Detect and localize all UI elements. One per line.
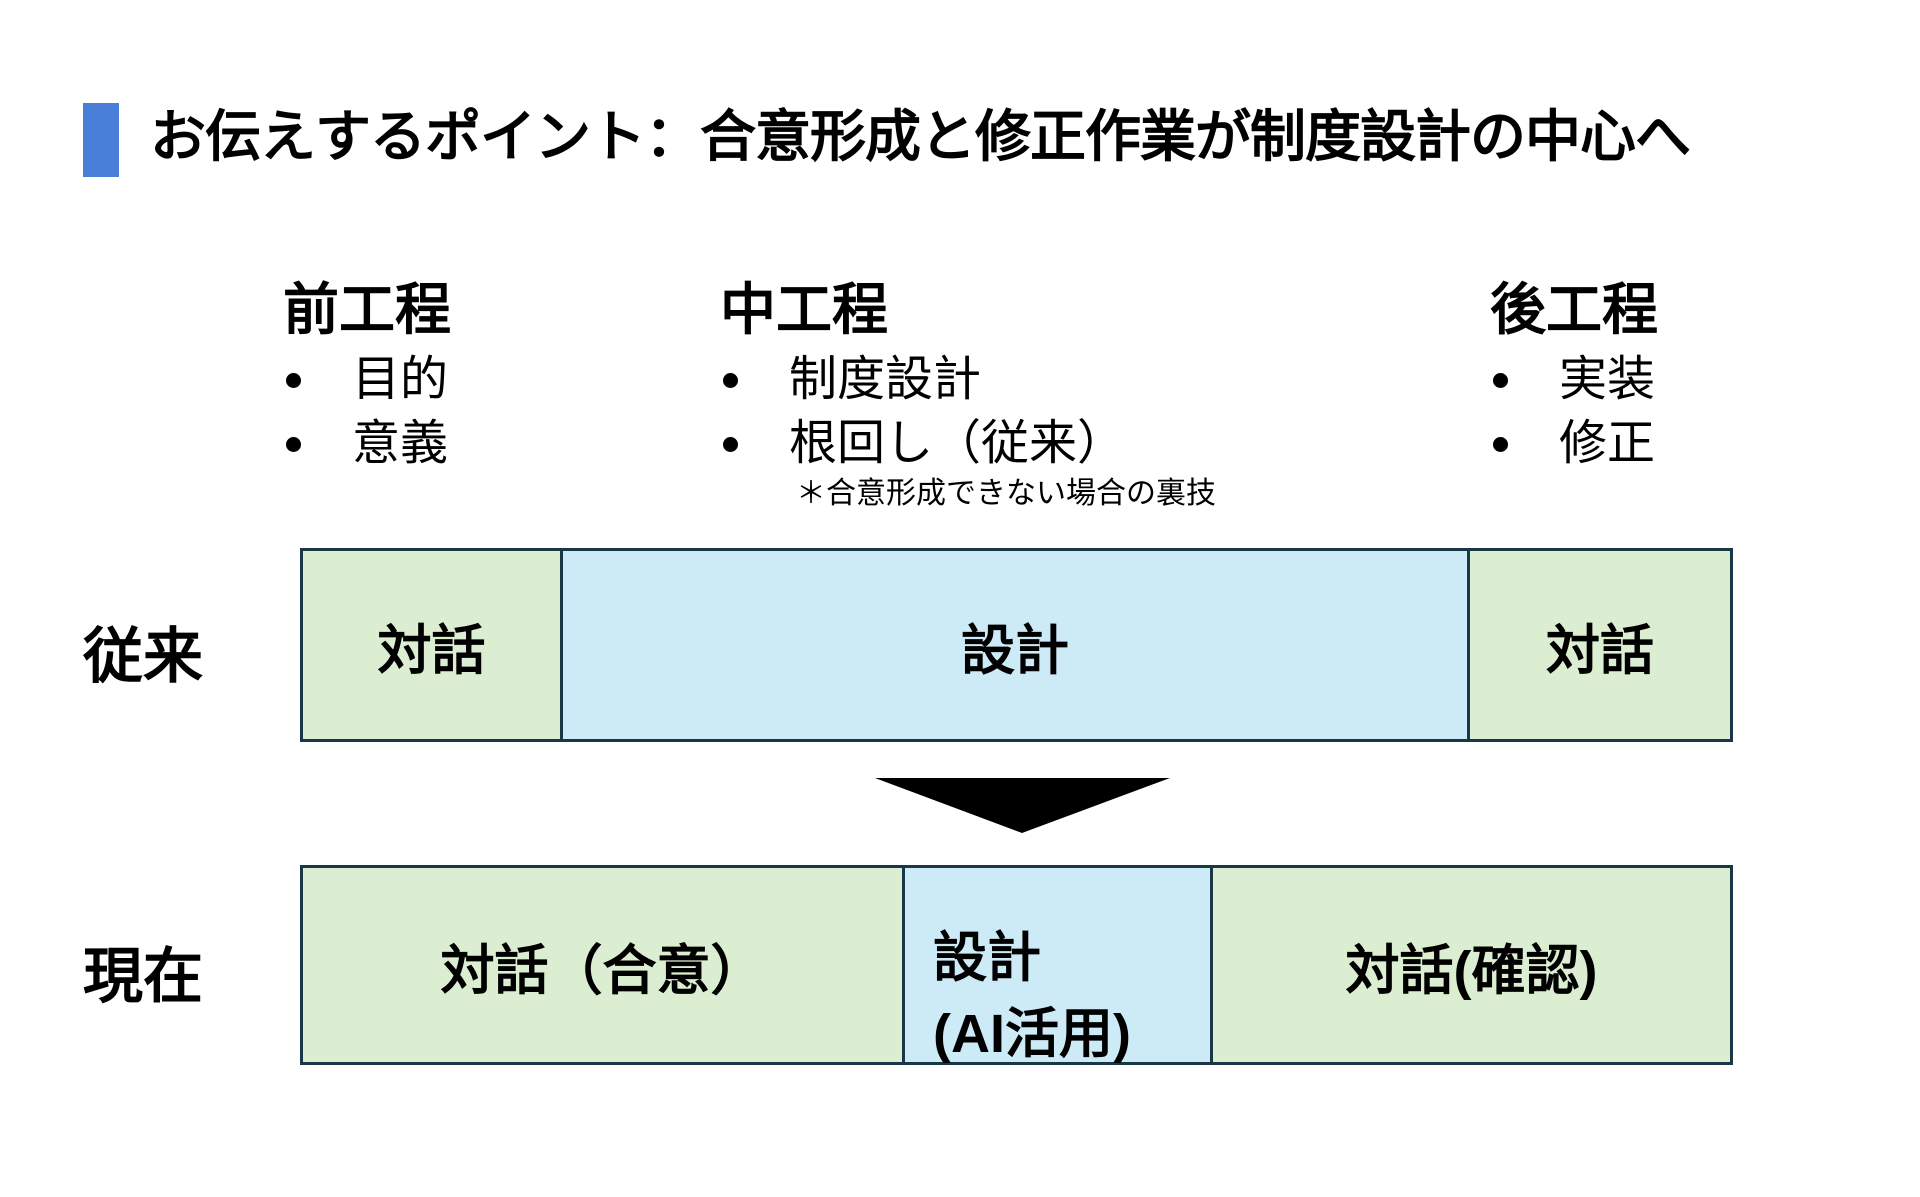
bullet-label: 修正 [1559, 417, 1656, 470]
slide-title: お伝えするポイント：合意形成と修正作業が制度設計の中心へ [150, 105, 1691, 168]
bullet-label: 意義 [352, 417, 449, 470]
bar-segment-design-ai: 設計 (AI活用) [902, 868, 1210, 1064]
down-arrow-icon [875, 778, 1170, 833]
segment-label-line1: 設計 [933, 928, 1041, 988]
segment-label: 設計 (AI活用) [933, 920, 1131, 1072]
bullet-dot-icon [723, 437, 738, 452]
bar-segment-dialogue-post: 対話 [1467, 551, 1730, 739]
title-accent-bar [83, 103, 119, 177]
row-label-traditional: 従来 [83, 623, 203, 690]
segment-label: 対話 [377, 620, 486, 681]
bullet-dot-icon [1493, 373, 1508, 388]
process-bar-traditional: 対話 設計 対話 [300, 548, 1733, 742]
bullet-label: 根回し（従来） [789, 417, 1126, 470]
phase-header: 後工程 [1490, 278, 1658, 341]
bullet-label: 制度設計 [789, 353, 982, 406]
bar-segment-dialogue-agreement: 対話（合意） [303, 868, 902, 1062]
bullet-dot-icon [723, 373, 738, 388]
bar-segment-dialogue-pre: 対話 [303, 551, 560, 739]
bullet-item: 実装 [1490, 348, 1658, 412]
bar-segment-dialogue-confirm: 対話(確認) [1210, 868, 1730, 1062]
bullet-item: 意義 [283, 412, 451, 476]
segment-label: 対話 [1546, 620, 1654, 681]
phase-column-mid: 中工程 制度設計 根回し（従来） ＊合意形成できない場合の裏技 [720, 272, 1216, 512]
segment-label: 対話（合意） [440, 940, 765, 1001]
bullet-item: 制度設計 [720, 348, 1216, 412]
bullet-dot-icon [286, 437, 301, 452]
bullet-item: 根回し（従来） [720, 412, 1216, 476]
bullet-item: 目的 [283, 348, 451, 412]
bullet-item: 修正 [1490, 412, 1658, 476]
phase-note: ＊合意形成できない場合の裏技 [796, 477, 1216, 510]
phase-column-pre: 前工程 目的 意義 [283, 272, 451, 476]
bar-segment-design: 設計 [560, 551, 1467, 739]
segment-label: 対話(確認) [1345, 940, 1598, 1001]
process-bar-current: 対話（合意） 設計 (AI活用) 対話(確認) [300, 865, 1733, 1065]
bullet-label: 実装 [1559, 353, 1656, 406]
segment-label: 設計 [961, 620, 1069, 681]
bullet-label: 目的 [352, 353, 449, 406]
bullet-dot-icon [286, 373, 301, 388]
segment-label-line2: (AI活用) [933, 1004, 1131, 1064]
phase-column-post: 後工程 実装 修正 [1490, 272, 1658, 476]
phase-header: 中工程 [720, 278, 888, 341]
phase-header: 前工程 [283, 278, 451, 341]
bullet-dot-icon [1493, 437, 1508, 452]
row-label-current: 現在 [83, 943, 203, 1010]
